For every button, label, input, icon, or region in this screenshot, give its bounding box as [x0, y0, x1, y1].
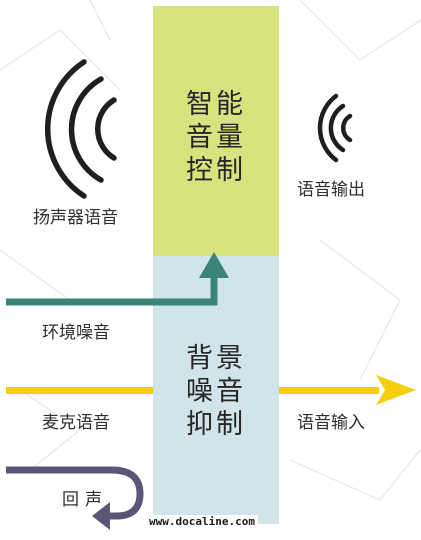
output-waves-icon [317, 93, 353, 163]
agc-title-line: 音量 [186, 122, 246, 153]
mic-voice-arrow [6, 387, 153, 394]
agc-title-line: 控制 [186, 155, 246, 186]
noise-suppression-title: 背景 噪音 抑制 [153, 342, 279, 441]
speaker-waves-icon [44, 59, 117, 199]
echo-arrow [6, 466, 144, 530]
ambient-noise-label: 环境噪音 [42, 323, 110, 343]
noise-suppression-title-line: 抑制 [186, 409, 246, 440]
agc-title: 智能 音量 控制 [153, 88, 279, 187]
agc-title-line: 智能 [186, 89, 246, 120]
noise-suppression-title-line: 背景 [186, 343, 246, 374]
watermark: www.docaline.com [146, 515, 258, 528]
mic-voice-label: 麦克语音 [42, 413, 110, 433]
ambient-noise-arrow [6, 252, 229, 306]
speaker-voice-label: 扬声器语音 [33, 208, 118, 228]
agc-block: 智能 音量 控制 [153, 6, 279, 256]
voice-input-arrow [279, 375, 416, 405]
voice-input-label: 语音输入 [297, 413, 365, 433]
echo-label: 回声 [62, 490, 108, 510]
noise-suppression-title-line: 噪音 [186, 376, 246, 407]
voice-output-label: 语音输出 [297, 180, 365, 200]
